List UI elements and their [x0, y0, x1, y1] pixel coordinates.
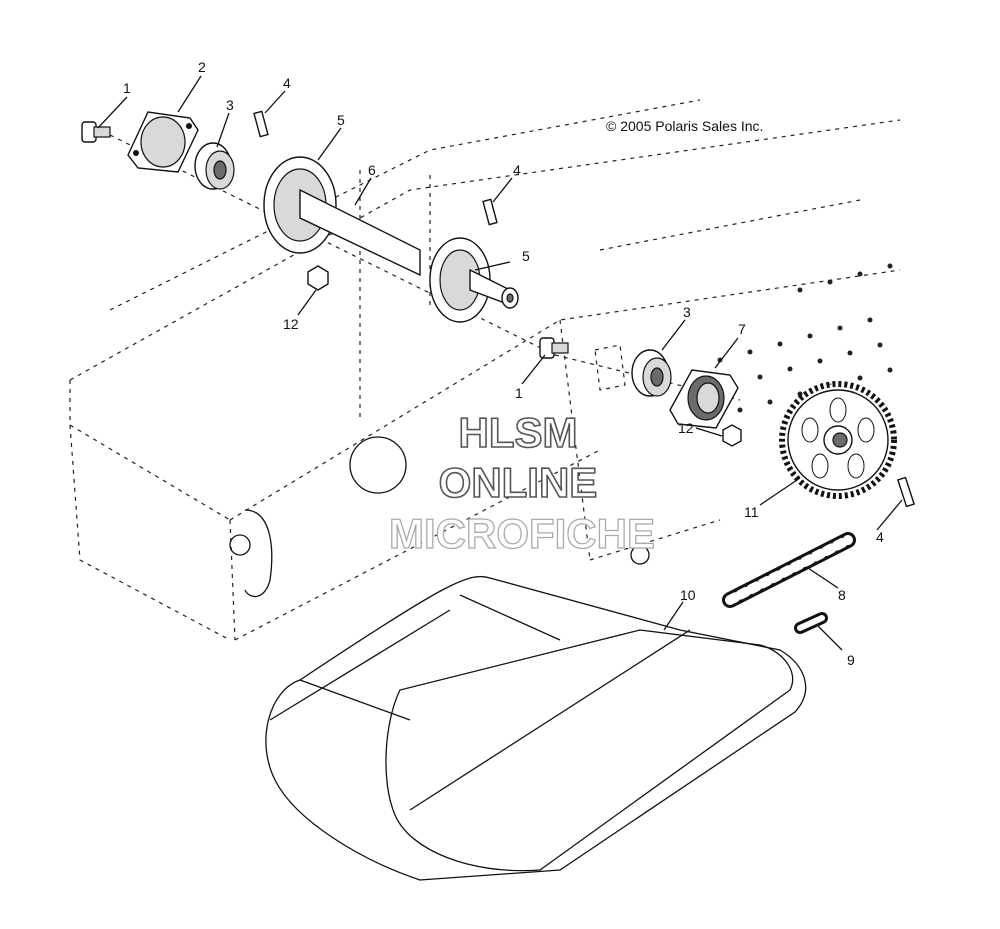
watermark: HLSM ONLINE MICROFICHE [388, 408, 655, 557]
callout-4-top: 4 [283, 75, 291, 91]
watermark-line-1: HLSM [459, 409, 578, 456]
bearing-flange-right [669, 369, 739, 429]
callout-5-left: 5 [337, 112, 345, 128]
bearing-ghost [594, 344, 626, 391]
rivet-pattern [717, 263, 893, 413]
drive-shaft-assembly [263, 156, 519, 323]
rail-frame [69, 99, 901, 641]
callout-3-right: 3 [683, 304, 691, 320]
callout-1-left: 1 [123, 80, 131, 96]
pin-top [253, 110, 269, 138]
callout-5-right: 5 [522, 248, 530, 264]
callout-12-left: 12 [283, 316, 299, 332]
callout-1-right: 1 [515, 385, 523, 401]
nut-left [307, 265, 329, 291]
pin-mid [482, 198, 498, 226]
chain [722, 532, 856, 608]
pin-right [896, 476, 916, 508]
callout-11: 11 [744, 504, 759, 520]
bearing-left [194, 142, 235, 190]
nut-right [722, 424, 742, 447]
master-link [794, 612, 828, 634]
sprocket [779, 381, 897, 499]
bearing-flange-left [127, 111, 199, 173]
track-belt [265, 575, 807, 881]
bolt-left [81, 121, 111, 143]
callout-7: 7 [738, 321, 746, 337]
axle-centerline [109, 134, 556, 356]
callout-3-left: 3 [226, 97, 234, 113]
callouts: 1 2 3 4 5 6 4 5 12 1 3 7 12 11 4 8 9 10 [123, 59, 884, 668]
watermark-line-3: MICROFICHE [389, 510, 655, 557]
callout-9: 9 [847, 652, 855, 668]
callout-2: 2 [198, 59, 206, 75]
callout-10: 10 [680, 587, 696, 603]
bolt-right [539, 337, 569, 359]
frame-hole [349, 436, 407, 494]
bearing-right [631, 349, 672, 397]
callout-4-mid: 4 [513, 162, 521, 178]
frame-boss [630, 545, 650, 565]
callout-8: 8 [838, 587, 846, 603]
callout-12-right: 12 [678, 420, 694, 436]
watermark-line-2: ONLINE [439, 459, 598, 506]
copyright-text: © 2005 Polaris Sales Inc. [606, 118, 763, 134]
callout-4-right: 4 [876, 529, 884, 545]
leader-lines [97, 75, 903, 651]
callout-6: 6 [368, 162, 376, 178]
